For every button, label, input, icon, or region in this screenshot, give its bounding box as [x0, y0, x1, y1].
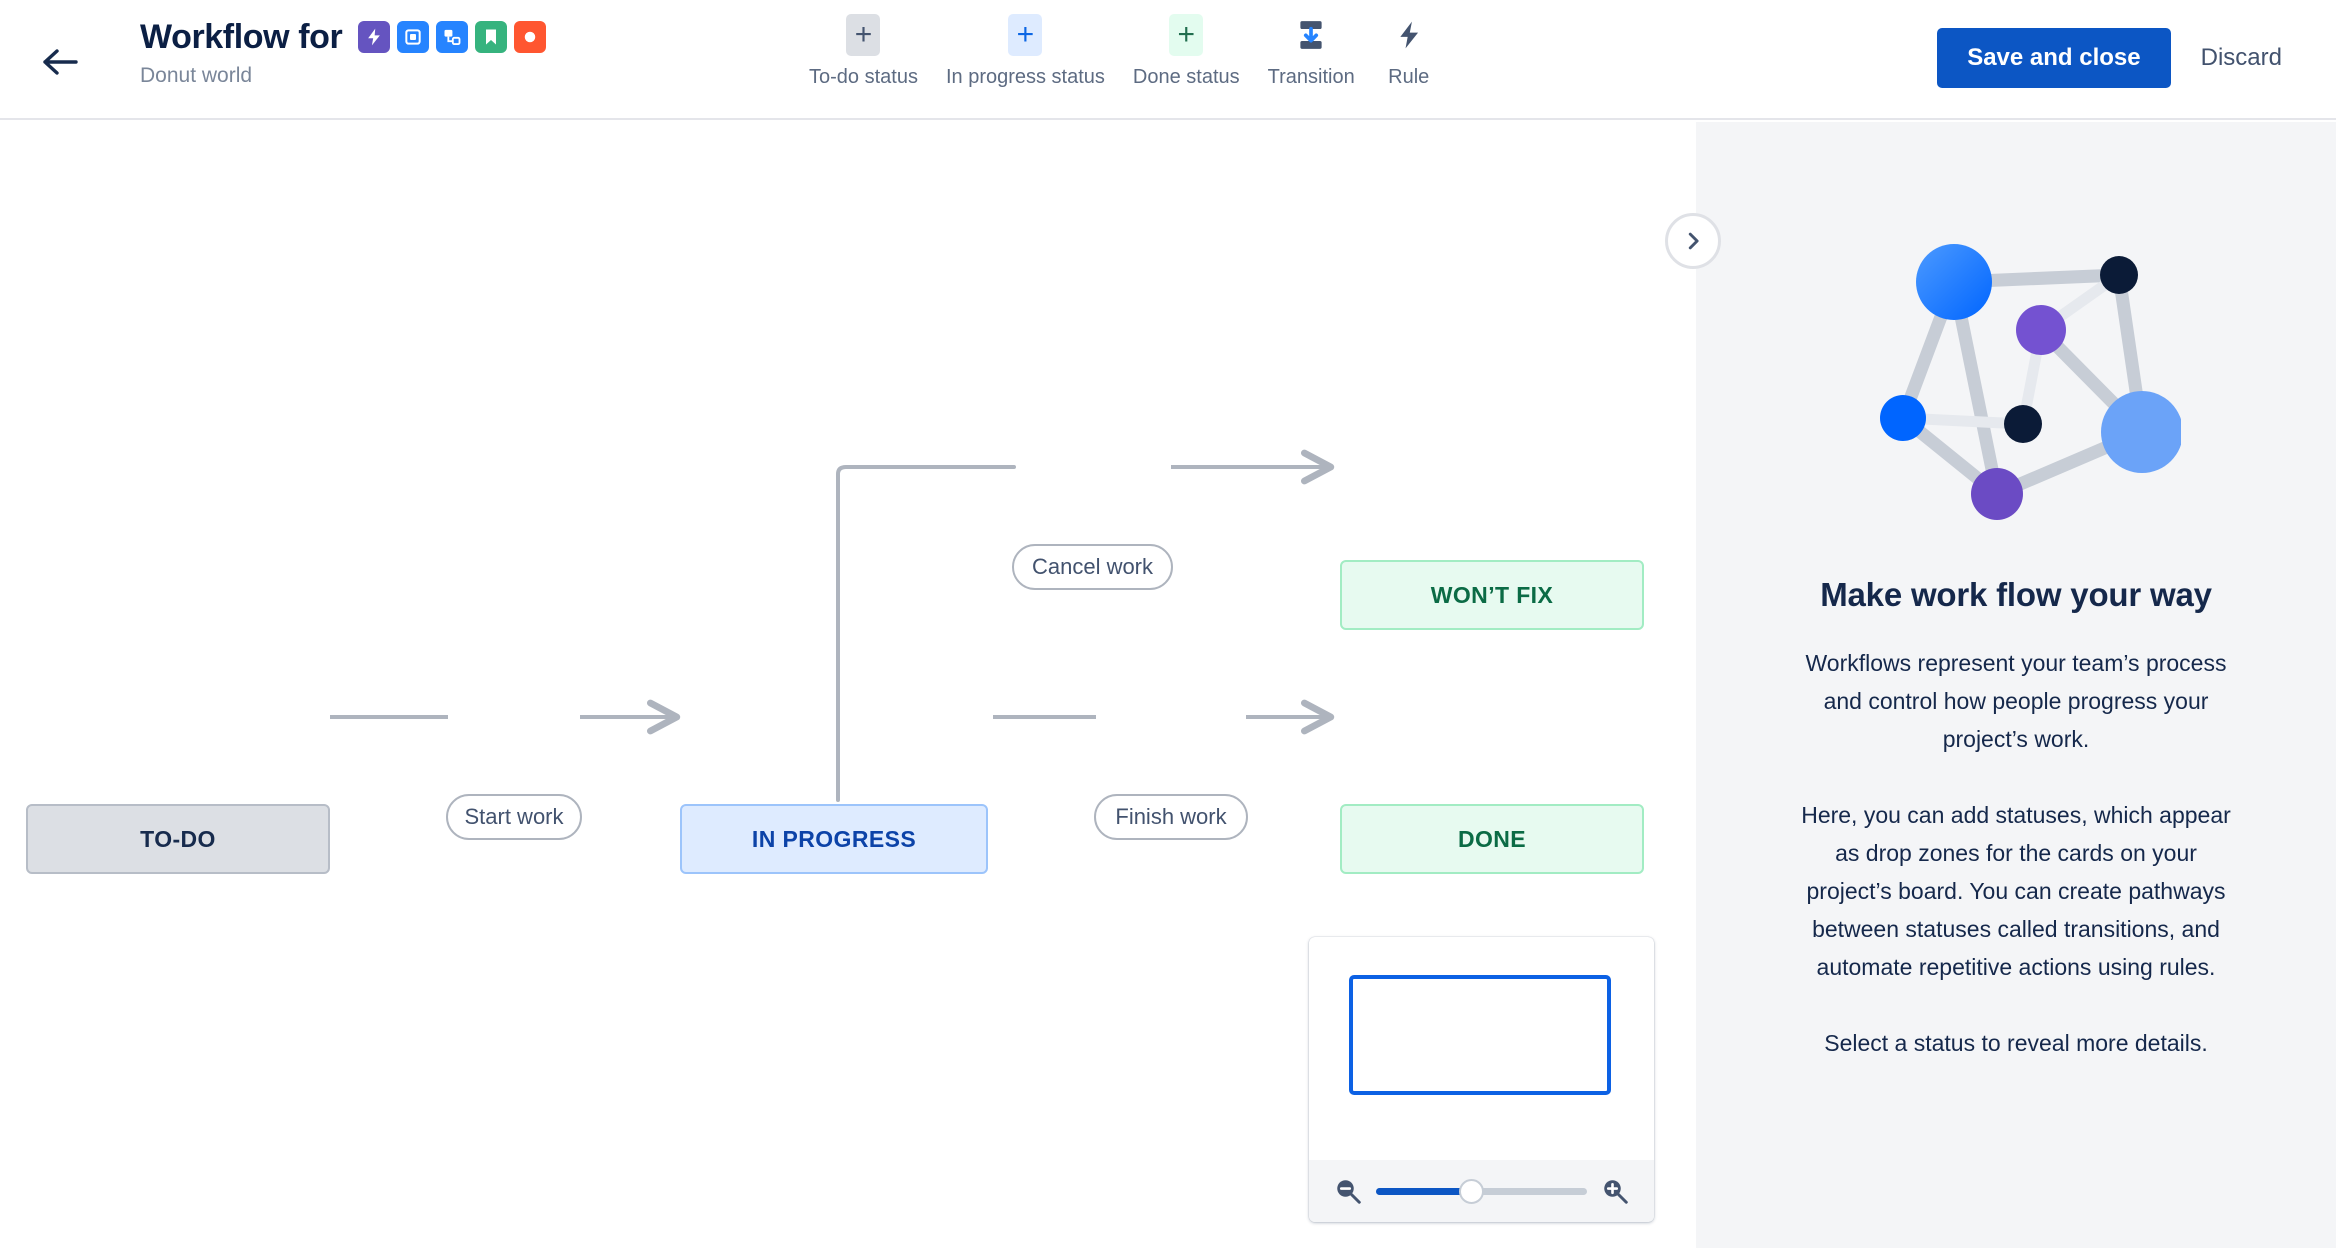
- jira-product-discovery-icon[interactable]: [514, 21, 547, 53]
- status-node-done[interactable]: DONE: [1340, 804, 1644, 874]
- page-title: Workflow for: [140, 18, 343, 56]
- zoom-control-bar: [1309, 1160, 1654, 1222]
- product-icon-list: [358, 21, 547, 53]
- status-node-in-progress[interactable]: IN PROGRESS: [680, 804, 988, 874]
- minimap-panel: [1309, 937, 1654, 1222]
- illus-node-3: [2016, 305, 2066, 355]
- panel-paragraph-1: Workflows represent your team’s process …: [1805, 650, 2227, 752]
- jira-work-management-icon[interactable]: [436, 21, 469, 53]
- transition-label-cancel-work[interactable]: Cancel work: [1012, 544, 1173, 590]
- panel-toggle-button[interactable]: [1665, 213, 1721, 269]
- zoom-slider-knob[interactable]: [1458, 1178, 1484, 1204]
- zoom-slider[interactable]: [1376, 1178, 1587, 1204]
- illus-node-1: [1916, 244, 1992, 320]
- save-and-close-button[interactable]: Save and close: [1937, 28, 2171, 88]
- header-actions: Save and close Discard: [1937, 28, 2290, 88]
- info-side-panel: Make work flow your way Workflows repres…: [1696, 122, 2336, 1248]
- edge-inprogress-cancel: [836, 465, 1016, 802]
- panel-title: Make work flow your way: [1820, 576, 2212, 613]
- tool-rule[interactable]: Rule: [1369, 14, 1449, 89]
- panel-paragraph-3: Select a status to reveal more details.: [1824, 1030, 2208, 1056]
- chevron-right-icon: [1688, 232, 1699, 250]
- jira-software-icon[interactable]: [397, 21, 430, 53]
- transition-label-start-work[interactable]: Start work: [446, 794, 582, 840]
- arrow-left-icon: [43, 49, 78, 75]
- tool-to-do-status[interactable]: + To-do status: [795, 14, 932, 89]
- workflow-network-illustration: [1880, 244, 2181, 520]
- transition-icon: [1294, 14, 1328, 56]
- tool-transition[interactable]: Transition: [1254, 14, 1369, 89]
- illus-node-4: [2101, 391, 2181, 473]
- tool-label: Transition: [1267, 66, 1355, 88]
- toolbar: + To-do status + In progress status + Do…: [795, 14, 1449, 89]
- tool-label: In progress status: [945, 66, 1105, 88]
- tool-label: Done status: [1132, 66, 1240, 88]
- status-node-to-do[interactable]: TO-DO: [26, 804, 330, 874]
- plus-icon: +: [846, 14, 881, 56]
- transition-text: Finish work: [1115, 804, 1227, 829]
- plus-icon: +: [1008, 14, 1043, 56]
- zoom-in-icon[interactable]: [1600, 1176, 1630, 1206]
- plus-icon: +: [1169, 14, 1204, 56]
- page-subtitle: Donut world: [140, 64, 253, 87]
- illus-node-5: [1880, 395, 1926, 441]
- zoom-slider-fill: [1376, 1187, 1471, 1195]
- transition-text: Start work: [464, 804, 564, 829]
- confluence-icon[interactable]: [475, 21, 508, 53]
- status-node-label: IN PROGRESS: [751, 825, 917, 852]
- status-node-label: WON’T FIX: [1430, 581, 1554, 608]
- back-button[interactable]: [38, 40, 82, 84]
- transition-text: Cancel work: [1031, 554, 1154, 579]
- illus-node-6: [2004, 405, 2042, 443]
- app-header: Workflow for: [0, 0, 2336, 120]
- workflow-canvas[interactable]: TO-DO IN PROGRESS WON’T FIX DONE Start w…: [0, 122, 1695, 1248]
- status-node-label: TO-DO: [140, 825, 216, 852]
- panel-paragraph-2: Here, you can add statuses, which appear…: [1801, 802, 2231, 980]
- tool-label: To-do status: [809, 66, 918, 88]
- jira-service-management-icon[interactable]: [358, 21, 391, 53]
- status-node-label: DONE: [1457, 825, 1527, 852]
- status-node-wont-fix[interactable]: WON’T FIX: [1340, 560, 1644, 630]
- tool-done-status[interactable]: + Done status: [1119, 14, 1254, 89]
- illus-node-7: [1971, 468, 2023, 520]
- tool-in-progress-status[interactable]: + In progress status: [932, 14, 1119, 89]
- illus-node-2: [2100, 256, 2138, 294]
- tool-label: Rule: [1388, 66, 1430, 88]
- zoom-out-icon[interactable]: [1333, 1176, 1363, 1206]
- rule-bolt-icon: [1392, 14, 1426, 56]
- title-block: Workflow for: [140, 17, 547, 89]
- discard-button[interactable]: Discard: [2193, 28, 2290, 88]
- minimap-viewport-rect[interactable]: [1349, 975, 1611, 1095]
- transition-label-finish-work[interactable]: Finish work: [1094, 794, 1248, 840]
